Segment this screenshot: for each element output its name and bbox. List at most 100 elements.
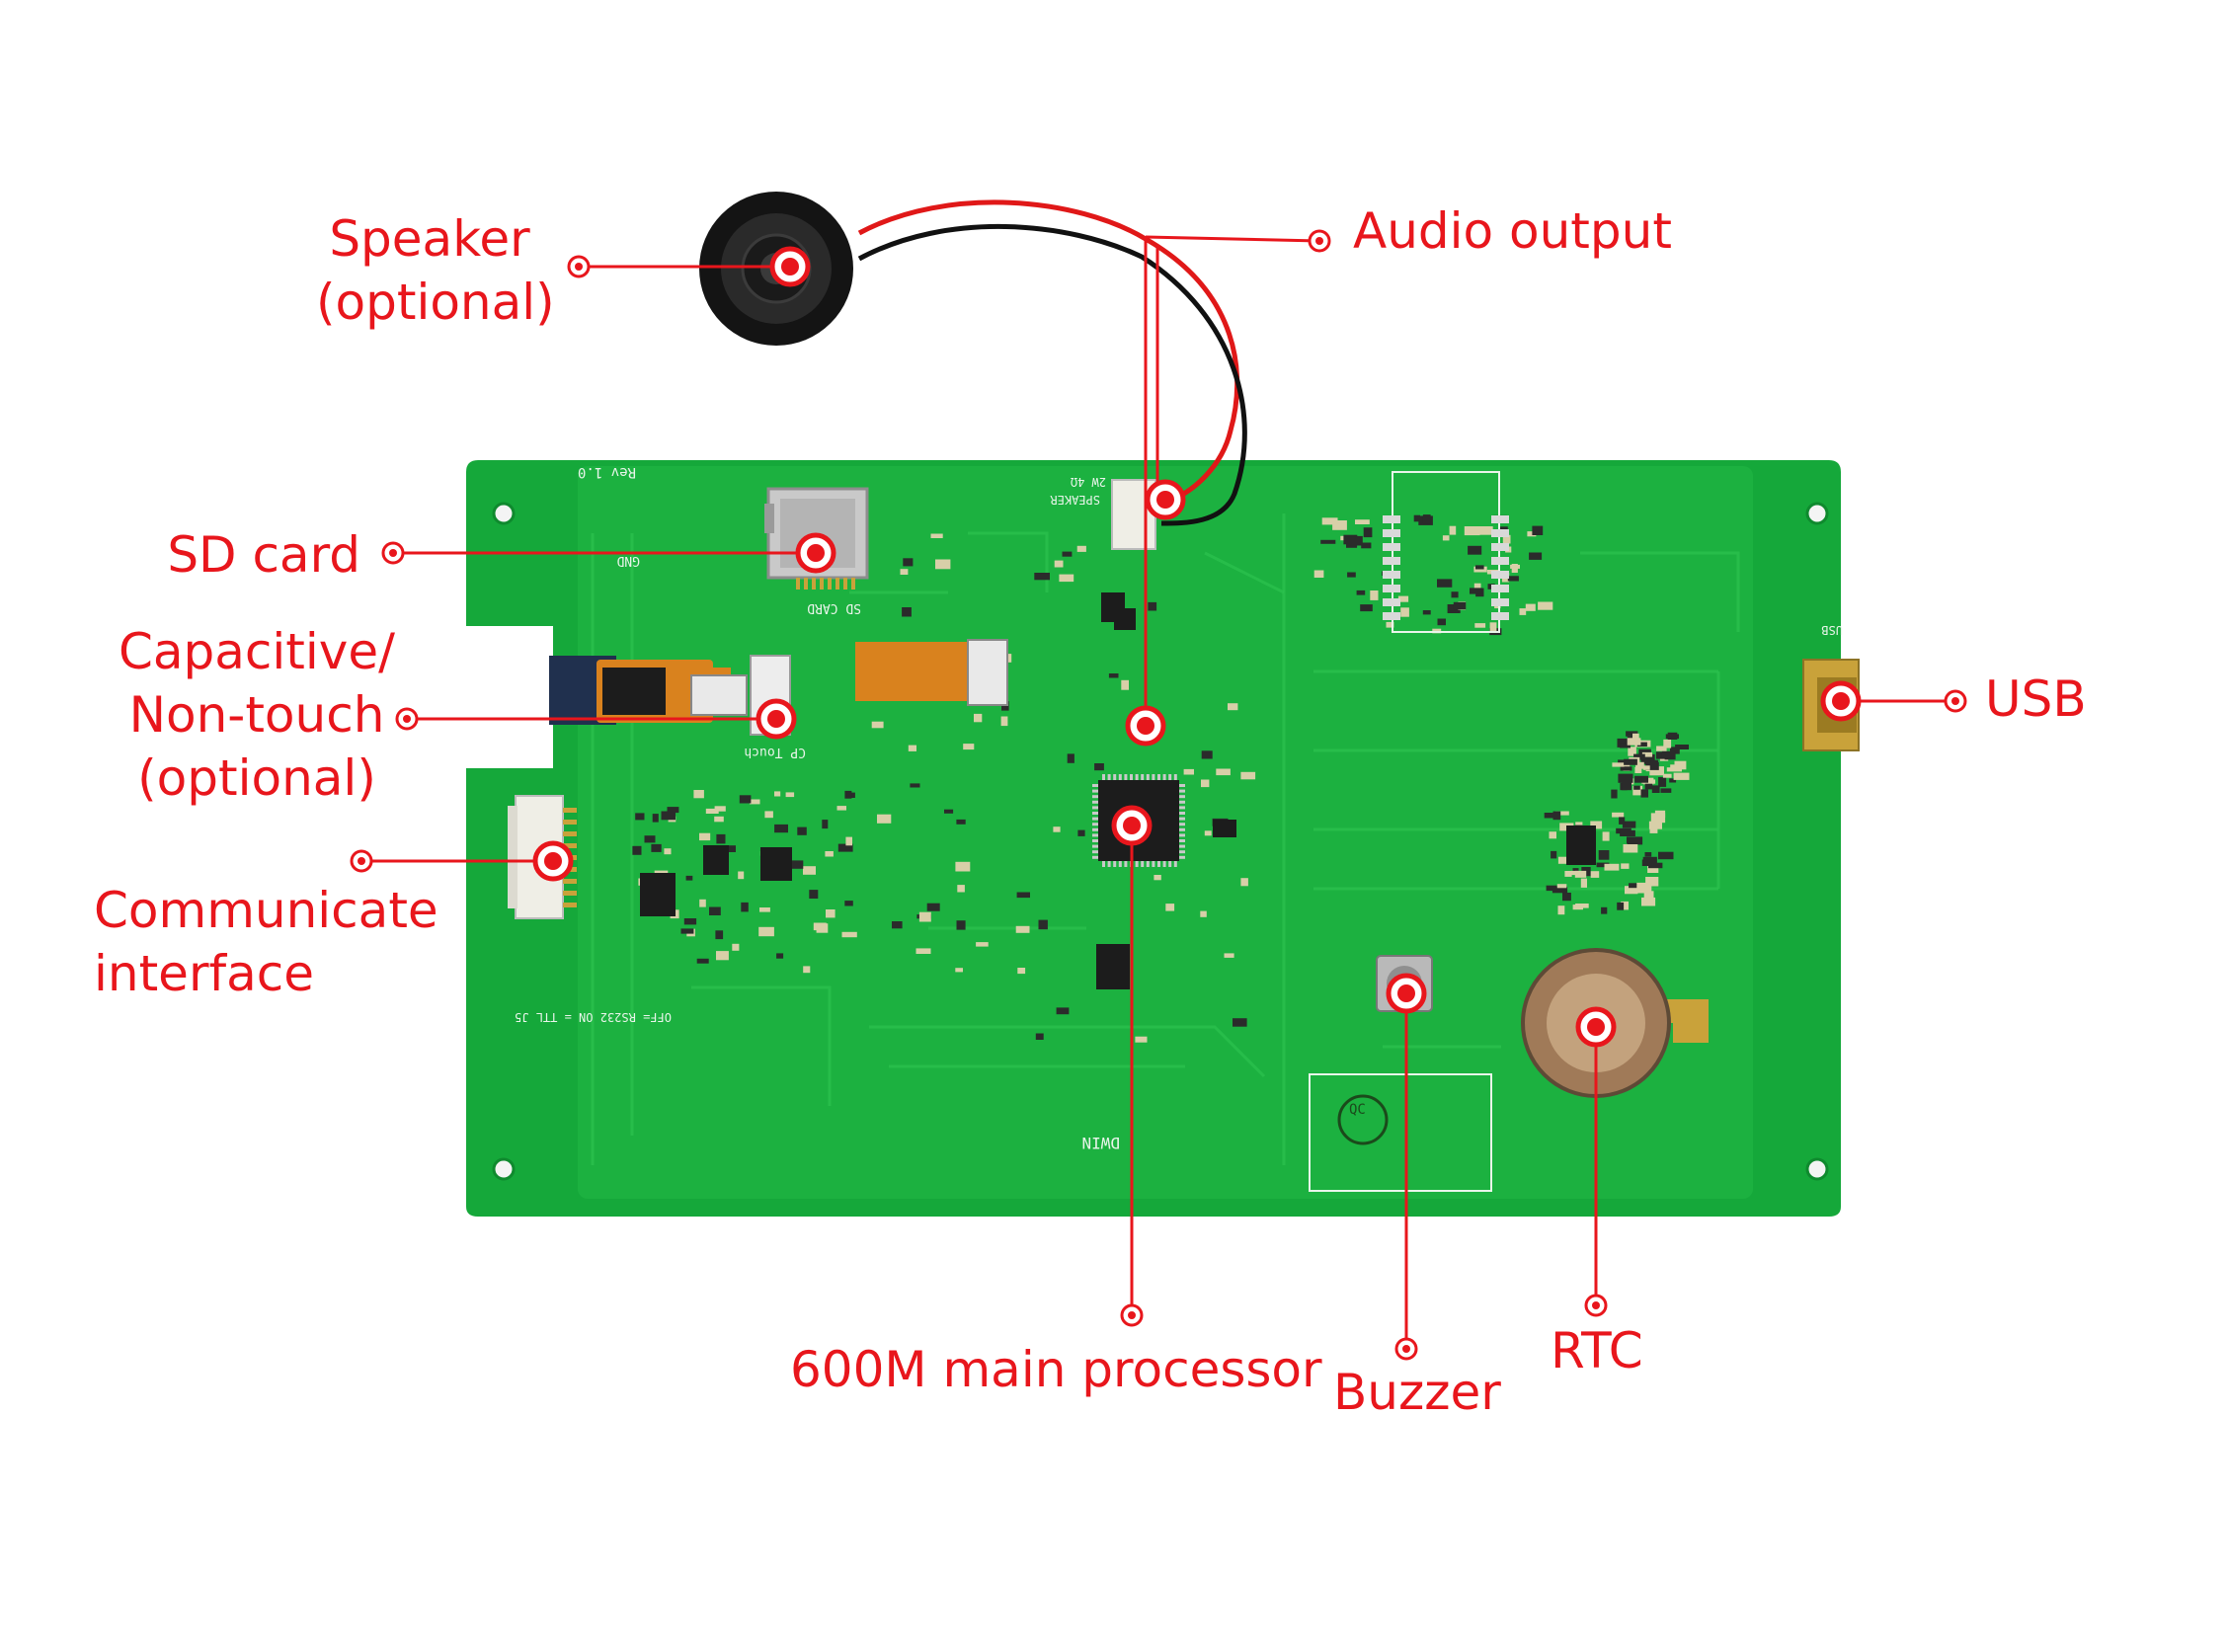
ic-chip [1566,826,1596,865]
smd-part [693,790,704,799]
smd-part [1204,830,1212,836]
proc-pin [1146,861,1150,867]
module-pad [1491,612,1509,620]
proc-pin [1135,861,1139,867]
smd-part [826,909,836,918]
smd-part [1422,610,1431,615]
smd-part [944,809,954,814]
module-pad [1383,612,1400,620]
smd-part [1640,789,1648,798]
smd-part [1451,591,1459,598]
smd-part [1661,750,1675,758]
qc-sticker-area: QC [1309,1073,1492,1192]
callout-capacitive: Capacitive/ Non-touch (optional) [118,623,395,807]
smd-part [1628,747,1636,756]
wifi-module-outline [1383,471,1509,633]
smd-part [1623,844,1638,853]
module-pad [1383,571,1400,579]
smd-part [1574,870,1587,878]
smd-part [1554,811,1569,816]
callout-audio-mid-dot [1137,717,1154,735]
smd-part [963,744,975,750]
smd-part [1649,826,1658,833]
silk-speaker: SPEAKER [1050,493,1100,507]
smd-part [1479,526,1493,535]
module-pad [1383,515,1400,523]
proc-pin [1102,774,1105,780]
smd-part [1612,812,1625,818]
smd-part [1313,570,1324,578]
proc-pin [1092,850,1098,854]
proc-pin [1092,789,1098,793]
sd-pin [804,578,808,590]
smd-part [651,843,662,852]
smd-part [1654,810,1666,819]
smd-part [1644,852,1652,857]
smd-part [1016,892,1030,899]
mounting-hole [1805,1157,1829,1181]
smd-part [1320,539,1336,544]
smd-part [803,866,816,875]
callout-buzzer: Buzzer [1333,1364,1501,1421]
smd-part [635,813,645,821]
callout-sd-target-dot [807,544,825,562]
smd-part [774,791,781,797]
smd-part [1538,601,1553,610]
callout-line-audio [1145,235,1320,243]
proc-pin [1162,774,1166,780]
smd-part [1076,545,1086,552]
smd-part [699,832,711,841]
smd-part [1038,919,1048,930]
smd-part [935,559,951,570]
smd-part [1201,779,1210,788]
smd-part [667,807,679,814]
mounting-holes [492,502,1829,1181]
smd-part [1658,851,1674,860]
smd-part [1620,829,1635,836]
smd-part [1556,884,1567,889]
callout-rtc-end-dot [1592,1301,1600,1309]
proc-pin [1168,861,1172,867]
proc-pin [1092,817,1098,821]
proc-pin [1092,855,1098,859]
smd-part [1422,514,1431,524]
callout-sd-end-dot [389,549,397,557]
module-pad [1491,529,1509,537]
smd-part [1546,885,1557,892]
smd-part [1572,868,1579,874]
proc-pin [1092,827,1098,831]
smd-part [1201,750,1213,759]
smd-part [813,922,827,931]
smd-part [1224,953,1234,958]
smd-part [1354,535,1363,546]
silk-cp-touch: CP Touch [744,745,806,759]
smd-part [1624,758,1637,765]
smd-part [1627,738,1641,746]
smd-part [1529,552,1543,560]
callout-comm-target-dot [544,852,562,870]
ic-chip [703,845,729,875]
smd-part [1370,590,1379,600]
proc-pin [1173,861,1177,867]
smd-part [1572,905,1583,910]
smd-part [1575,822,1583,827]
smd-part [758,926,774,937]
proc-pin [1092,806,1098,810]
module-pad [1383,557,1400,565]
proc-pin [1179,844,1185,848]
smd-part [908,745,916,751]
smd-part [1054,560,1064,568]
module-pad [1383,585,1400,592]
smd-part [930,533,943,538]
smd-part [1094,763,1104,771]
callout-proc-target-dot [1123,817,1141,834]
smd-part [1651,785,1660,793]
smd-part [1649,766,1664,776]
callout-processor: 600M main processor [790,1341,1322,1398]
smd-part [1604,863,1620,871]
smd-part [1525,603,1536,611]
proc-pin [1179,806,1185,810]
module-pad [1491,598,1509,606]
smd-part [1356,590,1366,595]
